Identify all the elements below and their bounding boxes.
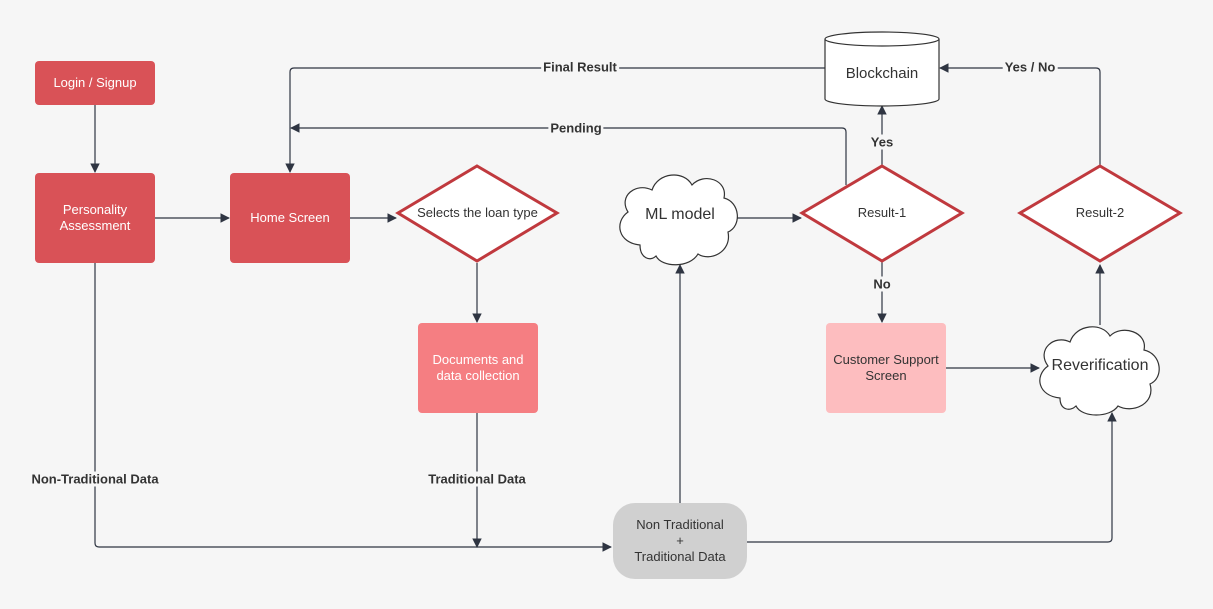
result2-label-wrap: Result-2 bbox=[1040, 200, 1160, 226]
login-signup-box: Login / Signup bbox=[35, 61, 155, 105]
edge-personality-non-traditional bbox=[94, 263, 612, 552]
no-label: No bbox=[871, 276, 893, 292]
result2-diamond bbox=[1017, 164, 1183, 263]
reverification-label: Reverification bbox=[1051, 357, 1149, 374]
combined-data-box: Non Traditional + Traditional Data bbox=[613, 503, 747, 579]
loan-type-label: Selects the loan type bbox=[417, 205, 538, 220]
customer-support-label: Customer Support Screen bbox=[833, 352, 939, 383]
non-traditional-data-label: Non-Traditional Data bbox=[29, 471, 161, 487]
ml-model-label-wrap: ML model bbox=[620, 200, 740, 230]
combined-data-label: Non Traditional + Traditional Data bbox=[634, 517, 726, 564]
reverification-label-wrap: Reverification bbox=[1040, 352, 1160, 380]
ml-model-label: ML model bbox=[645, 206, 715, 223]
reverification-cloud bbox=[1039, 326, 1160, 416]
pending-label: Pending bbox=[548, 120, 604, 136]
yes-no-label: Yes / No bbox=[1002, 59, 1058, 75]
edge-result1-pending bbox=[290, 123, 847, 185]
home-screen-box: Home Screen bbox=[230, 173, 350, 263]
traditional-data-label: Traditional Data bbox=[426, 471, 528, 487]
blockchain-cylinder bbox=[824, 31, 940, 107]
documents-label: Documents and data collection bbox=[432, 352, 524, 383]
result1-label-wrap: Result-1 bbox=[822, 200, 942, 226]
personality-assessment-box: Personality Assessment bbox=[35, 173, 155, 263]
documents-box: Documents and data collection bbox=[418, 323, 538, 413]
login-signup-label: Login / Signup bbox=[53, 75, 137, 90]
customer-support-box: Customer Support Screen bbox=[826, 323, 946, 413]
blockchain-label: Blockchain bbox=[845, 65, 919, 82]
yes-label: Yes bbox=[868, 134, 896, 150]
final-result-label: Final Result bbox=[541, 59, 619, 75]
home-screen-label: Home Screen bbox=[250, 210, 330, 225]
result1-label: Result-1 bbox=[857, 205, 907, 220]
ml-model-cloud bbox=[619, 174, 738, 266]
personality-assessment-label: Personality Assessment bbox=[59, 202, 131, 233]
result2-label: Result-2 bbox=[1075, 205, 1125, 220]
loan-type-label-wrap: Selects the loan type bbox=[398, 200, 557, 226]
result1-diamond bbox=[799, 164, 965, 263]
edge-result2-to-blockchain bbox=[939, 63, 1101, 166]
loan-type-diamond bbox=[395, 164, 560, 263]
edge-blockchain-final-result bbox=[285, 67, 825, 173]
blockchain-label-wrap: Blockchain bbox=[825, 60, 939, 88]
edge-combined-to-reverification bbox=[747, 412, 1117, 543]
